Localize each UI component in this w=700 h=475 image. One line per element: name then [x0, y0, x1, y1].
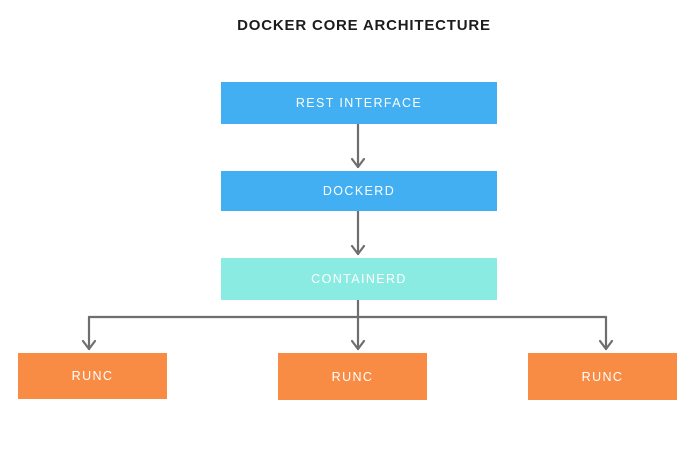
node-dockerd-label: DOCKERD: [322, 184, 396, 198]
node-rest-interface-label: REST INTERFACE: [295, 96, 423, 110]
node-containerd-label: CONTAINERD: [311, 272, 407, 286]
node-runc-3-label: RUNC: [581, 369, 624, 384]
arrow-dockerd-to-containerd: [350, 209, 366, 256]
node-runc-1-label: RUNC: [71, 369, 114, 383]
node-runc-3: RUNC: [528, 353, 677, 400]
node-rest-interface: REST INTERFACE: [221, 82, 497, 124]
arrow-containerd-to-runc-branch: [81, 298, 614, 351]
node-dockerd: DOCKERD: [221, 171, 497, 211]
diagram-title: DOCKER CORE ARCHITECTURE: [237, 17, 491, 34]
node-runc-2-label: RUNC: [331, 369, 374, 384]
node-runc-2: RUNC: [278, 353, 427, 400]
arrow-rest-to-dockerd: [350, 122, 366, 169]
node-containerd: CONTAINERD: [221, 258, 497, 300]
node-runc-1: RUNC: [18, 353, 167, 399]
